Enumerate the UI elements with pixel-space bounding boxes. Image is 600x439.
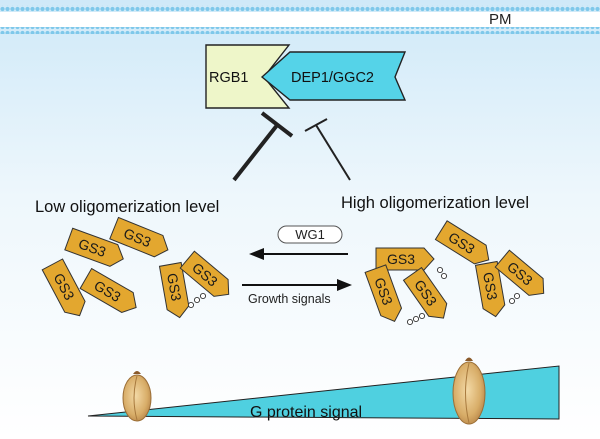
low-inhibition-bar [260, 111, 294, 138]
gs3-shape [364, 264, 403, 322]
modification-dot [187, 301, 195, 309]
gs3-high-5: GS3 [474, 260, 506, 318]
modification-dot [412, 315, 420, 323]
gs3-shape [64, 227, 124, 267]
wg1-arrow-head [249, 248, 264, 260]
gs3-shape [474, 260, 506, 318]
rgb1-dep1-complex: RGB1 DEP1/GGC2 [205, 44, 407, 109]
low-inhibition-line [232, 122, 280, 182]
high-oligomerization-label: High oligomerization level [341, 194, 529, 212]
plasma-membrane: PM [0, 5, 600, 34]
modification-dot [513, 292, 521, 300]
dep1-label: DEP1/GGC2 [291, 70, 374, 86]
gs3-shape [158, 261, 190, 319]
g-protein-signal-label: G protein signal [250, 404, 362, 421]
growth-signals-label: Growth signals [248, 292, 331, 306]
rice-grain-large [452, 357, 486, 425]
modification-dot [199, 292, 207, 300]
rgb1-shape [205, 44, 291, 109]
gs3-shape [179, 250, 230, 297]
wg1-pill [277, 225, 343, 244]
g-protein-signal-gradient: G protein signal [87, 365, 560, 421]
pm-label: PM [489, 11, 512, 28]
gs3-low-4: GS3 [79, 267, 137, 314]
gs3-shape [41, 258, 86, 317]
gs3-label: GS3 [480, 271, 501, 302]
modification-dot [193, 296, 201, 304]
signal-wedge [87, 365, 560, 420]
gs3-shape [375, 247, 435, 271]
transition-arrows: WG1 Growth signals [242, 225, 352, 306]
gs3-low-1: GS3 [64, 227, 124, 267]
modification-dot [508, 297, 516, 305]
high-inhibition-line [315, 124, 351, 181]
gs3-label: GS3 [164, 272, 185, 303]
modification-dot [406, 318, 414, 326]
gs3-shape [434, 220, 490, 265]
rgb1-label: RGB1 [209, 70, 249, 86]
rice-grain-small [122, 371, 152, 422]
wg1-label: WG1 [295, 227, 325, 242]
gs3-high-2: GS3 [364, 264, 403, 322]
inhibition-arrows [232, 111, 351, 182]
gs3-shape [402, 266, 448, 319]
gs3-label: GS3 [387, 251, 415, 267]
dep1-shape [260, 51, 407, 101]
modification-dot [440, 272, 448, 280]
high-inhibition-bar [304, 118, 328, 132]
gs3-high-1: GS3 [375, 247, 435, 271]
gs3-low-5: GS3 [158, 261, 190, 319]
modification-dot [418, 312, 426, 320]
growth-arrow-head [337, 279, 352, 291]
gs3-shape [109, 216, 169, 258]
gs3-shape [79, 267, 137, 314]
gs3-shape [494, 249, 545, 296]
modification-dot [436, 266, 444, 274]
low-oligomerization-label: Low oligomerization level [35, 198, 219, 216]
gs3-low-2: GS3 [109, 216, 169, 258]
